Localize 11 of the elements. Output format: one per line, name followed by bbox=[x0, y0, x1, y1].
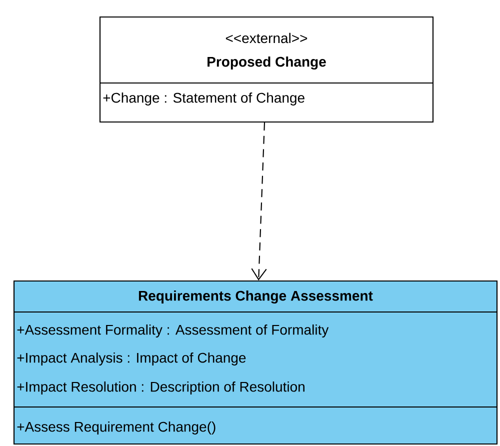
operation-text: +Assess Requirement Change() bbox=[17, 421, 216, 435]
attribute-text: +Change : Statement of Change bbox=[103, 92, 304, 106]
attribute-text: +Impact Analysis : Impact of Change bbox=[17, 352, 246, 366]
dependency-arrow bbox=[251, 122, 267, 280]
stereotype-label: <<external>> bbox=[226, 32, 308, 44]
class-name: Proposed Change bbox=[208, 56, 326, 70]
class-box bbox=[99, 16, 434, 123]
attribute-text: +Impact Resolution : Description of Resolution bbox=[17, 381, 304, 395]
attribute-text: +Assessment Formality : Assessment of Formality bbox=[17, 324, 329, 338]
class-name: Requirements Change Assessment bbox=[138, 290, 373, 304]
class-box bbox=[13, 280, 498, 445]
